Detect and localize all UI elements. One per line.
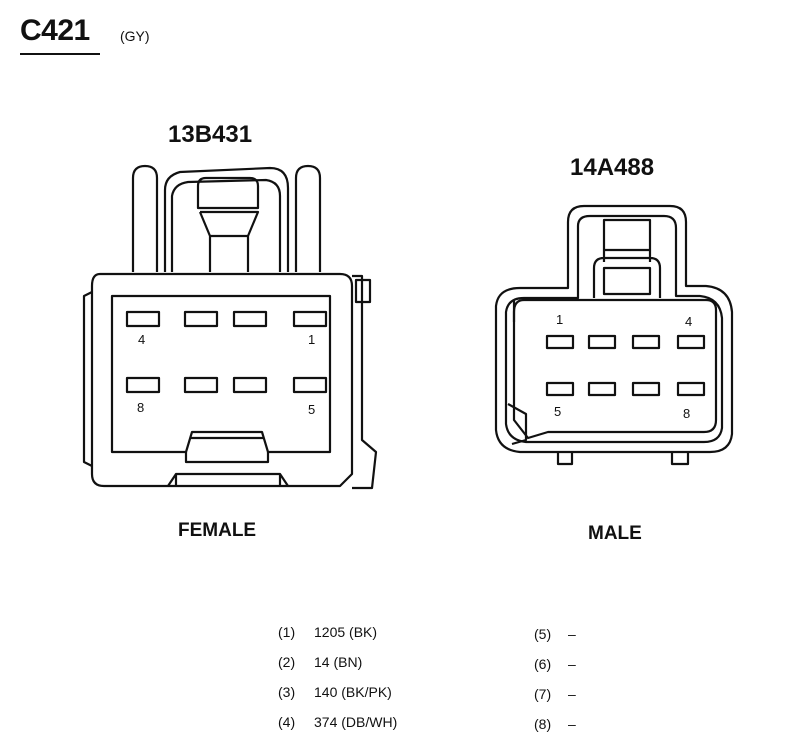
pin-number: (1) xyxy=(278,624,296,640)
connector-color-code: (GY) xyxy=(120,28,150,44)
female-body-outer xyxy=(90,272,354,488)
pinout-row-5: (5) – xyxy=(534,626,576,642)
pin-circuit: – xyxy=(568,626,576,642)
female-pin-2 xyxy=(232,310,268,328)
pinout-row-3: (3) 140 (BK/PK) xyxy=(278,684,392,700)
male-pin-5 xyxy=(545,381,575,397)
female-right-prong xyxy=(294,164,322,272)
male-pin-2 xyxy=(587,334,617,350)
pinout-row-8: (8) – xyxy=(534,716,576,732)
pin-number: (8) xyxy=(534,716,552,732)
female-pin-label-5: 5 xyxy=(308,402,315,417)
male-pin-3 xyxy=(631,334,661,350)
male-pin-7 xyxy=(631,381,661,397)
male-pin-4 xyxy=(676,334,706,350)
female-pin-label-4: 4 xyxy=(138,332,145,347)
female-latch-tab xyxy=(196,176,260,210)
pin-number: (4) xyxy=(278,714,296,730)
pin-number: (5) xyxy=(534,626,552,642)
male-left-foot xyxy=(556,452,574,466)
male-part-number: 14A488 xyxy=(570,154,655,181)
pin-number: (3) xyxy=(278,684,296,700)
pinout-row-1: (1) 1205 (BK) xyxy=(278,624,377,640)
male-pin-label-4: 4 xyxy=(685,314,692,329)
male-label: MALE xyxy=(588,523,642,544)
male-pin-1 xyxy=(545,334,575,350)
pinout-row-7: (7) – xyxy=(534,686,576,702)
pin-circuit: 140 (BK/PK) xyxy=(314,684,392,700)
pin-number: (7) xyxy=(534,686,552,702)
male-pin-8 xyxy=(676,381,706,397)
female-pin-6 xyxy=(232,376,268,394)
male-shroud-outer xyxy=(494,204,734,454)
female-side-arm xyxy=(352,274,378,490)
pinout-row-4: (4) 374 (DB/WH) xyxy=(278,714,397,730)
female-label: FEMALE xyxy=(178,520,257,541)
male-connector-drawing xyxy=(494,204,734,466)
male-pin-label-5: 5 xyxy=(554,404,561,419)
pin-number: (6) xyxy=(534,656,552,672)
male-right-foot xyxy=(670,452,690,466)
pin-circuit: – xyxy=(568,656,576,672)
connector-id: C421 xyxy=(20,14,90,47)
male-pin-label-8: 8 xyxy=(683,406,690,421)
pinout-row-2: (2) 14 (BN) xyxy=(278,654,362,670)
female-part-number: 13B431 xyxy=(168,121,253,148)
pin-circuit: – xyxy=(568,716,576,732)
pin-circuit: 14 (BN) xyxy=(314,654,363,670)
male-inner-face xyxy=(512,298,718,440)
female-pin-7 xyxy=(183,376,219,394)
female-pin-5 xyxy=(292,376,328,394)
female-bottom-key xyxy=(184,436,270,464)
male-pin-label-1: 1 xyxy=(556,312,563,327)
female-pin-label-1: 1 xyxy=(308,332,315,347)
female-connector-drawing xyxy=(82,164,378,490)
pin-circuit: 1205 (BK) xyxy=(314,624,378,640)
female-pin-label-8: 8 xyxy=(137,400,144,415)
male-pin-6 xyxy=(587,381,617,397)
female-inner-cavity xyxy=(110,294,332,454)
female-left-prong xyxy=(131,164,159,272)
female-pin-8 xyxy=(125,376,161,394)
pin-circuit: – xyxy=(568,686,576,702)
connector-id-underline xyxy=(20,53,100,55)
pinout-row-6: (6) – xyxy=(534,656,576,672)
female-pin-3 xyxy=(183,310,219,328)
pin-circuit: 374 (DB/WH) xyxy=(314,714,398,730)
female-pin-4 xyxy=(125,310,161,328)
male-latch-block xyxy=(602,218,652,252)
female-lock-housing xyxy=(163,166,290,272)
female-pin-1 xyxy=(292,310,328,328)
pin-number: (2) xyxy=(278,654,296,670)
